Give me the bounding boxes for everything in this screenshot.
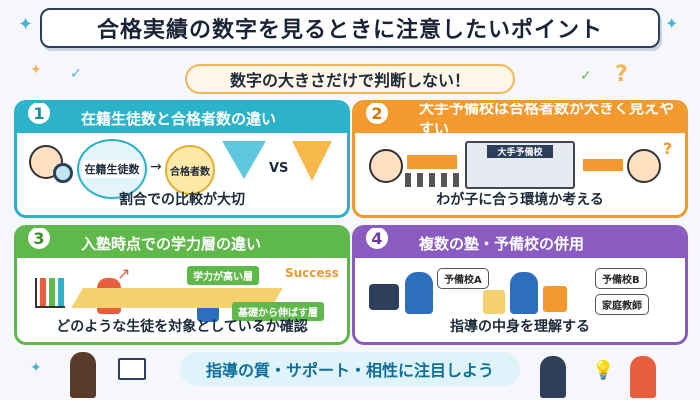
sparkle-icon: ✦ bbox=[30, 360, 42, 376]
point-card-1: 1 在籍生徒数と合格者数の違い 在籍生徒数 → 合格者数 VS 割合での比較が大… bbox=[14, 100, 350, 218]
footer-banner: 指導の質・サポート・相性に注目しよう bbox=[180, 352, 520, 386]
student-figure bbox=[630, 356, 656, 398]
point-card-4: 4 複数の塾・予備校の併用 予備校A 予備校B 家庭教師 指導の中身を理解する bbox=[352, 225, 688, 345]
student-figure bbox=[405, 272, 433, 314]
book-icon bbox=[118, 358, 146, 380]
student-avatar bbox=[369, 149, 403, 183]
lightbulb-icon: 💡 bbox=[592, 360, 615, 381]
vs-label: VS bbox=[269, 161, 289, 176]
bag-icon bbox=[369, 284, 399, 310]
magnifier-icon bbox=[53, 163, 73, 183]
card-caption: どのような生徒を対象としているか確認 bbox=[56, 319, 308, 335]
question-icon: ? bbox=[663, 139, 673, 158]
tag-high-level: 学力が高い層 bbox=[187, 266, 259, 285]
passed-students-circle: 合格者数 bbox=[165, 145, 215, 195]
student-figure bbox=[510, 272, 538, 314]
card-number: 2 bbox=[363, 103, 391, 127]
enrolled-students-circle: 在籍生徒数 bbox=[77, 139, 147, 199]
card-header: 3 入塾時点での学力層の違い bbox=[17, 228, 347, 258]
card-header: 2 大手予備校は合格者数が大きく見えやすい bbox=[355, 103, 685, 138]
bar-chart-icon bbox=[35, 278, 65, 308]
card-number: 4 bbox=[363, 228, 391, 252]
thinking-student-avatar bbox=[627, 149, 661, 183]
page-title: 合格実績の数字を見るときに注意したいポイント bbox=[40, 8, 660, 48]
sparkle-icon: ✦ bbox=[18, 14, 34, 35]
sparkle-icon: ✦ bbox=[665, 14, 679, 33]
card-number: 1 bbox=[25, 103, 53, 127]
arrow-icon bbox=[407, 155, 457, 169]
card-header: 1 在籍生徒数と合格者数の違い bbox=[17, 103, 347, 133]
passed-label: 合格者数 bbox=[170, 166, 210, 178]
funnel-icon bbox=[222, 141, 266, 179]
teacher-figure bbox=[70, 352, 96, 398]
point-card-3: 3 入塾時点での学力層の違い ↗ 学力が高い層 基礎から伸ばす層 Success… bbox=[14, 225, 350, 345]
tag-home-tutor: 家庭教師 bbox=[595, 294, 649, 315]
tag-basic-level: 基礎から伸ばす層 bbox=[232, 302, 324, 321]
question-icon: ? bbox=[615, 62, 628, 87]
funnel-icon bbox=[292, 141, 332, 181]
arrow-icon bbox=[583, 159, 623, 171]
bag-icon bbox=[483, 290, 505, 314]
bag-icon bbox=[543, 286, 567, 312]
student-figure bbox=[540, 356, 566, 398]
check-icon: ✓ bbox=[580, 68, 592, 84]
subtitle-banner: 数字の大きさだけで判断しない！ bbox=[185, 64, 515, 94]
card-caption: わが子に合う環境か考える bbox=[436, 192, 604, 208]
card-heading: 複数の塾・予備校の併用 bbox=[419, 234, 585, 253]
star-icon: ✦ bbox=[30, 62, 42, 78]
card-header: 4 複数の塾・予備校の併用 bbox=[355, 228, 685, 258]
card-heading: 入塾時点での学力層の違い bbox=[81, 234, 262, 253]
school-building: 大手予備校 bbox=[465, 141, 575, 189]
card-caption: 指導の中身を理解する bbox=[450, 319, 590, 335]
tag-prep-school-a: 予備校A bbox=[437, 268, 489, 289]
card-heading: 大手予備校は合格者数が大きく見えやすい bbox=[419, 100, 675, 138]
card-number: 3 bbox=[25, 228, 53, 252]
trend-chart-icon: ↗ bbox=[117, 264, 131, 283]
tag-prep-school-b: 予備校B bbox=[595, 268, 647, 289]
building-sign: 大手予備校 bbox=[487, 145, 553, 158]
magnifier-person-icon bbox=[29, 145, 63, 179]
success-label: Success bbox=[285, 266, 339, 280]
card-heading: 在籍生徒数と合格者数の違い bbox=[81, 109, 277, 128]
arrow-icon: → bbox=[150, 159, 162, 175]
point-card-2: 2 大手予備校は合格者数が大きく見えやすい 大手予備校 ? わが子に合う環境か考… bbox=[352, 100, 688, 218]
check-icon: ✓ bbox=[70, 66, 82, 82]
enrolled-label: 在籍生徒数 bbox=[81, 160, 143, 178]
card-caption: 割合での比較が大切 bbox=[119, 192, 245, 208]
